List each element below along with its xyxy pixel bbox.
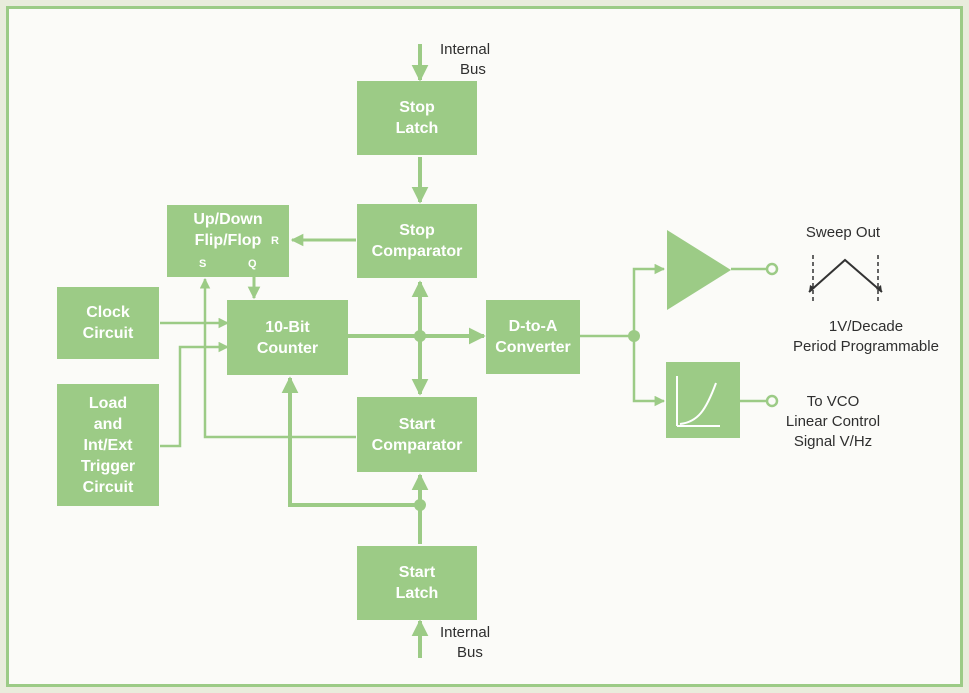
vco-out-terminal (765, 394, 779, 408)
curve-icon (676, 376, 720, 427)
junction-dot (414, 499, 426, 511)
sweep-out-terminal (765, 262, 779, 276)
start-latch-to-counter (281, 376, 420, 507)
dac-to-converter (632, 336, 666, 407)
diagram-frame (6, 6, 963, 687)
sweep-out-label: Sweep Out (805, 224, 881, 241)
flipflop-q-pin: Q (248, 258, 257, 270)
load-to-counter (160, 341, 230, 448)
sweep-waveform-icon (808, 255, 883, 303)
junction-dot (628, 330, 640, 342)
amplifier-triangle (667, 230, 731, 310)
flipflop-r-pin: R (271, 235, 279, 247)
dac-to-amplifier (632, 263, 666, 336)
start-comparator-to-flipflop-s (199, 277, 356, 439)
flipflop-s-pin: S (199, 258, 207, 270)
junction-dot (414, 330, 426, 342)
